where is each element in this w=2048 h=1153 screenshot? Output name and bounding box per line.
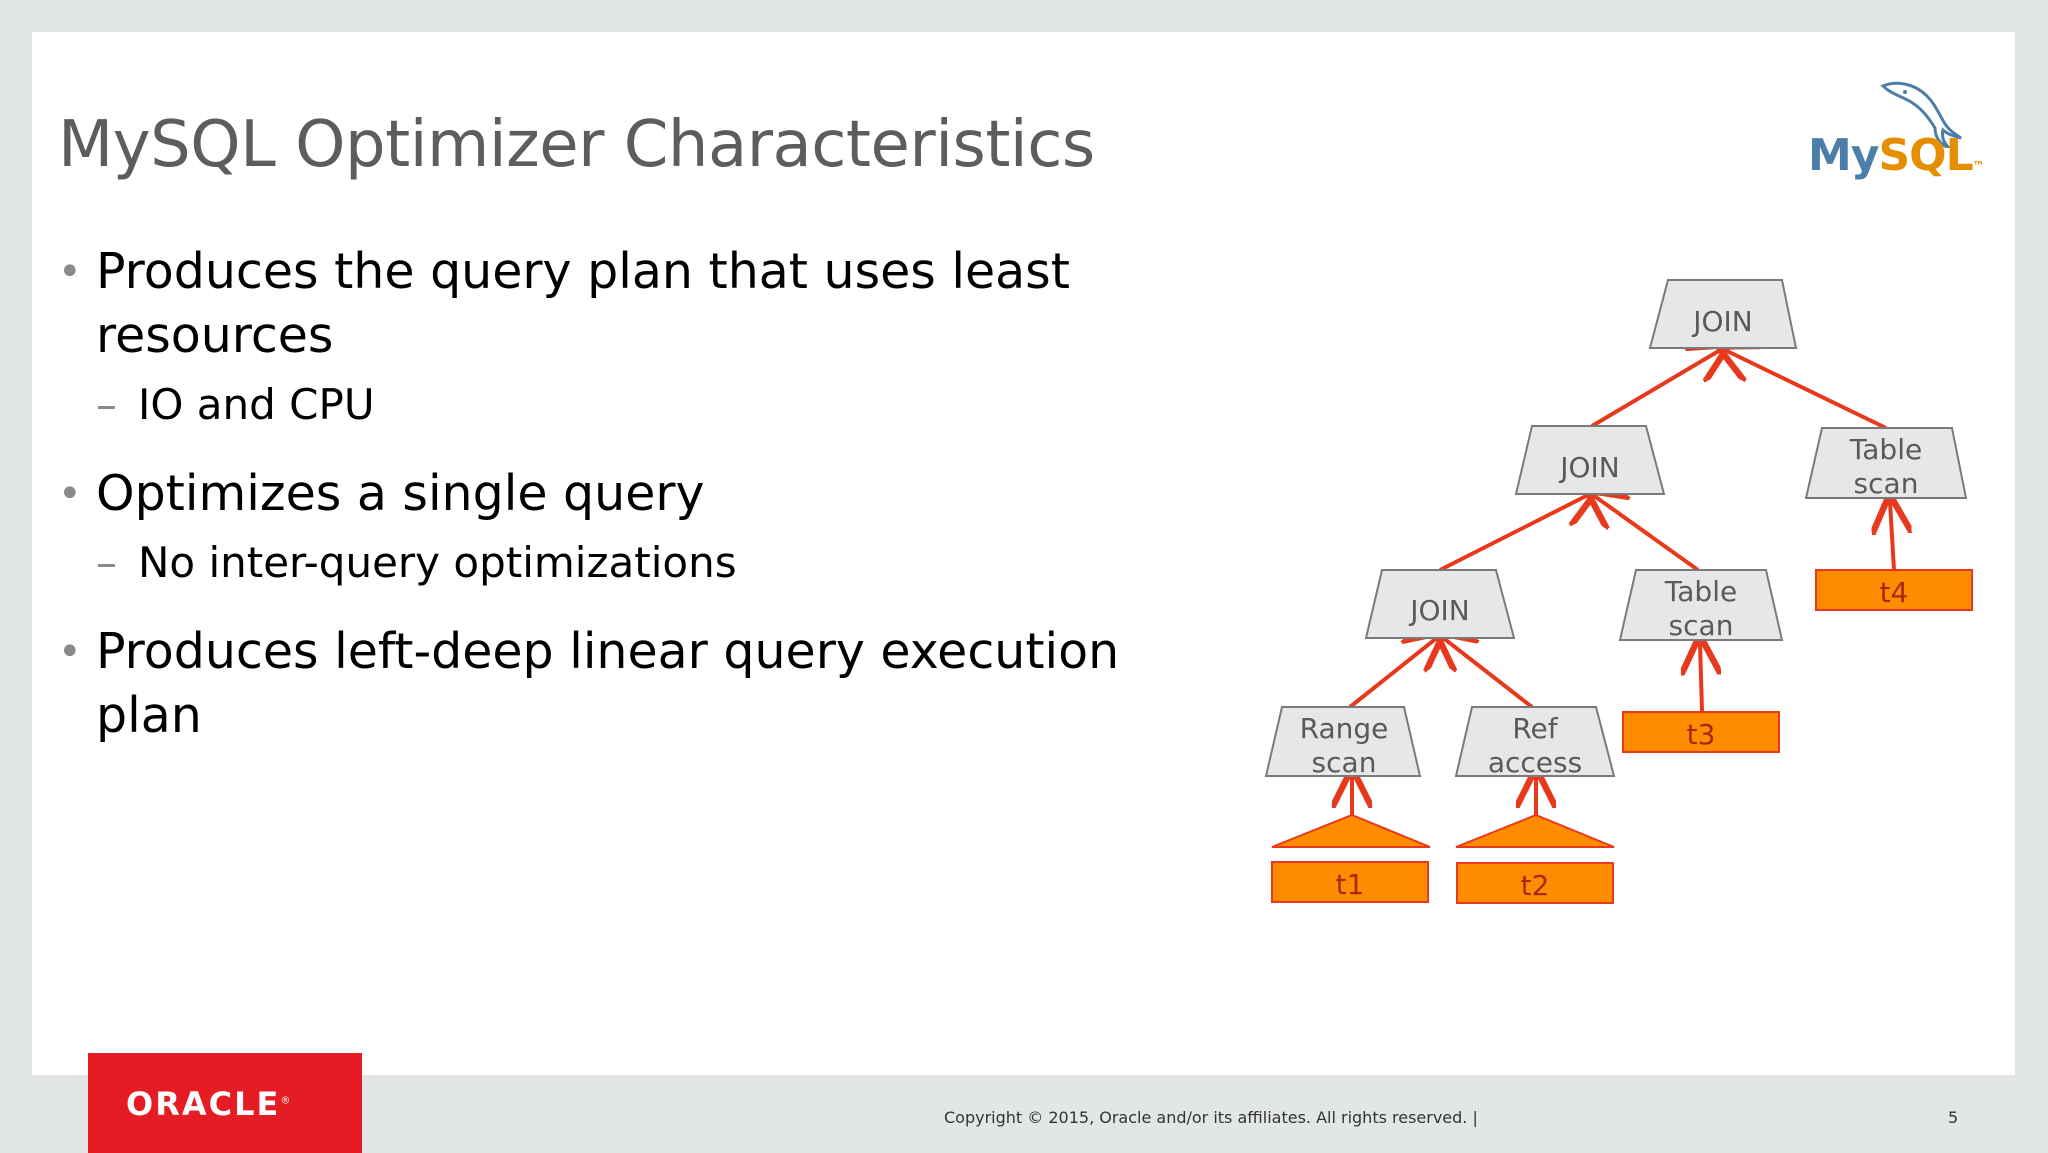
edge-joinmid-to-jointop	[1590, 349, 1722, 428]
leaf-table-t3: t3	[1622, 711, 1780, 753]
sub-bullet-2-1: – No inter-query optimizations	[58, 534, 1168, 592]
edge-tablescan-mid-to-joinmid	[1593, 495, 1700, 572]
bullet-3: • Produces left-deep linear query execut…	[58, 620, 1168, 748]
leaf-label: t1	[1336, 868, 1365, 901]
node-label: JOIN	[1408, 594, 1470, 627]
bullet-1-text: Produces the query plan that uses least …	[96, 243, 1070, 364]
mysql-logo: MySQL™	[1800, 78, 1985, 188]
index-triangle-t1	[1271, 813, 1431, 848]
edge-joinlow-to-joinmid	[1439, 494, 1590, 572]
plan-node-table-scan-right: Table scan	[1804, 427, 1968, 500]
plan-edges	[1350, 349, 1894, 815]
plan-node-join-top: JOIN	[1648, 279, 1798, 349]
sub-bullet-2-1-text: No inter-query optimizations	[138, 538, 737, 587]
plan-node-join-low: JOIN	[1364, 569, 1516, 639]
mysql-sql: SQL	[1878, 130, 1973, 181]
slide-title: MySQL Optimizer Characteristics	[58, 108, 1095, 182]
leaf-table-t4: t4	[1815, 569, 1973, 611]
leaf-table-t1: t1	[1271, 861, 1429, 903]
bullet-2: • Optimizes a single query	[58, 462, 1168, 526]
bullet-dot: •	[58, 629, 82, 675]
slide	[32, 32, 2015, 1075]
node-label: scan	[1854, 467, 1919, 500]
edge-ref-to-joinlow	[1442, 637, 1534, 709]
dolphin-icon	[1880, 81, 1962, 148]
node-label: Ref	[1512, 712, 1558, 745]
page-number: 5	[1948, 1108, 1959, 1127]
node-label: Range	[1300, 712, 1389, 745]
bullet-3-text: Produces left-deep linear query executio…	[96, 623, 1120, 744]
node-label: JOIN	[1558, 451, 1620, 484]
plan-node-table-scan-mid: Table scan	[1618, 569, 1784, 642]
index-triangle-t2	[1455, 813, 1615, 848]
node-label: scan	[1312, 746, 1377, 779]
leaf-label: t2	[1521, 869, 1550, 902]
edge-range-to-joinlow	[1348, 637, 1438, 709]
bullet-2-text: Optimizes a single query	[96, 465, 705, 522]
oracle-wordmark: ORACLE®	[126, 1085, 290, 1123]
plan-node-range-scan: Range scan	[1264, 706, 1422, 779]
leaf-label: t4	[1880, 576, 1909, 609]
oracle-reg-mark: ®	[280, 1095, 291, 1107]
edge-t3-to-tablescan-mid	[1700, 643, 1702, 712]
sub-bullet-dash: –	[96, 380, 117, 429]
mysql-my: My	[1808, 130, 1879, 181]
oracle-text: ORACLE	[126, 1085, 281, 1123]
node-label: scan	[1669, 609, 1734, 642]
node-label: JOIN	[1691, 305, 1753, 338]
leaf-label: t3	[1687, 718, 1716, 751]
mysql-wordmark: MySQL™	[1808, 130, 1985, 181]
sub-bullet-1-1-text: IO and CPU	[138, 380, 375, 429]
node-label: access	[1488, 746, 1582, 779]
leaf-table-t2: t2	[1456, 862, 1614, 904]
plan-node-ref-access: Ref access	[1454, 706, 1616, 779]
bullet-1: • Produces the query plan that uses leas…	[58, 240, 1168, 368]
oracle-logo: ORACLE®	[88, 1053, 362, 1153]
edge-t4-to-tablescan-right	[1890, 502, 1894, 571]
sub-bullet-dash: –	[96, 538, 117, 587]
sub-bullet-1-1: – IO and CPU	[58, 376, 1168, 434]
node-label: Table	[1849, 433, 1922, 466]
edge-tablescan-right-to-jointop	[1725, 350, 1887, 430]
node-label: Table	[1664, 575, 1737, 608]
bullet-list: • Produces the query plan that uses leas…	[58, 240, 1168, 748]
plan-node-join-mid: JOIN	[1514, 425, 1666, 495]
copyright-text: Copyright © 2015, Oracle and/or its affi…	[944, 1108, 1478, 1127]
bullet-dot: •	[58, 471, 82, 517]
mysql-tm: ™	[1972, 159, 1985, 173]
bullet-dot: •	[58, 249, 82, 295]
